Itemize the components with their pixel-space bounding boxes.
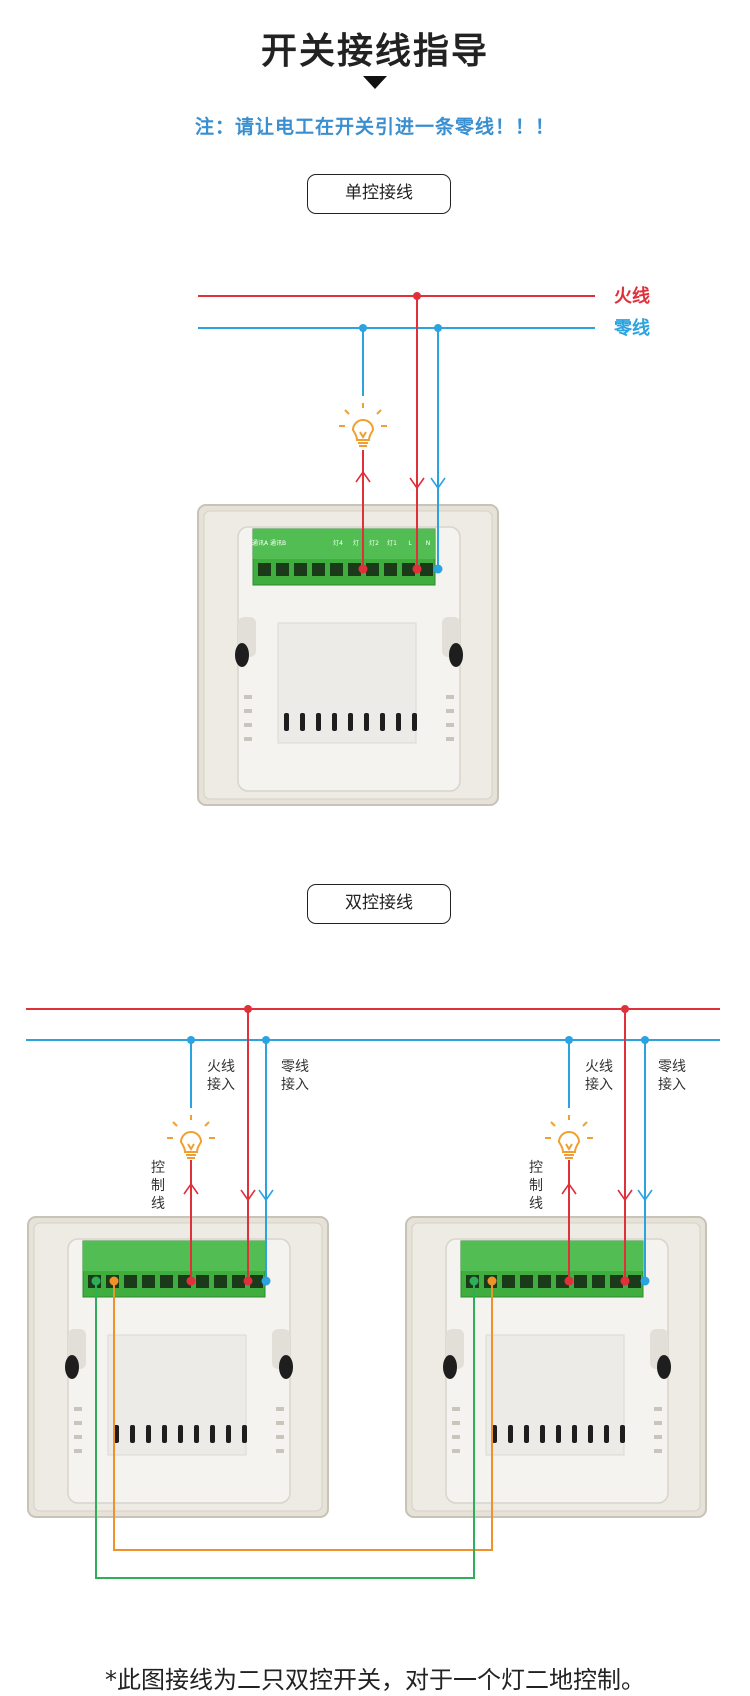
double-wiring: 火线 接入 零线 接入 控 制 线 火线 接入 零线 接入 控 制 线 xyxy=(26,1005,720,1579)
light-bulb-icon xyxy=(544,1114,594,1159)
live-in-label: 接入 xyxy=(207,1076,235,1093)
light-bulb-icon xyxy=(338,402,388,447)
terminal-label: 灯1 xyxy=(387,539,397,547)
terminal-label: 灯 xyxy=(353,539,359,547)
live-label: 火线 xyxy=(614,285,650,307)
single-wiring: 通讯A 通讯B 灯4 灯 灯2 灯1 L N 火线 零线 xyxy=(197,285,650,806)
neutral-in-label: 接入 xyxy=(658,1076,686,1093)
electrician-note: 注：请让电工在开关引进一条零线！！！ xyxy=(194,116,555,138)
terminal-label: L xyxy=(408,540,412,547)
neutral-in-label: 接入 xyxy=(281,1076,309,1093)
control-wire-label: 控 xyxy=(151,1160,165,1176)
live-in-label: 火线 xyxy=(585,1059,613,1075)
neutral-in-label: 零线 xyxy=(281,1059,309,1075)
orange-link-wire xyxy=(113,1281,493,1551)
terminal-label: N xyxy=(426,540,431,547)
page-title: 开关接线指导 xyxy=(260,31,489,72)
terminal-label: 灯2 xyxy=(369,539,379,547)
down-triangle-icon xyxy=(363,76,387,89)
control-wire-label: 制 xyxy=(529,1178,543,1194)
footer-note: *此图接线为二只双控开关，对于一个灯二地控制。 xyxy=(105,1666,645,1694)
live-in-label: 接入 xyxy=(585,1076,613,1093)
single-control-label: 单控接线 xyxy=(307,174,451,214)
green-link-wire xyxy=(95,1281,475,1579)
terminal-label: 通讯B xyxy=(270,539,286,547)
terminal-label: 通讯A xyxy=(252,539,269,547)
terminal-label: 灯4 xyxy=(333,539,343,547)
control-wire-label: 制 xyxy=(151,1178,165,1194)
switch-device-right xyxy=(405,1216,707,1518)
live-in-label: 火线 xyxy=(207,1059,235,1075)
control-wire-label: 控 xyxy=(529,1160,543,1176)
control-wire-label: 线 xyxy=(151,1196,165,1212)
switch-device-left xyxy=(27,1216,329,1518)
neutral-in-label: 零线 xyxy=(658,1059,686,1075)
light-bulb-icon xyxy=(166,1114,216,1159)
control-wire-label: 线 xyxy=(529,1196,543,1212)
switch-device xyxy=(197,504,499,806)
double-control-label: 双控接线 xyxy=(307,884,451,924)
neutral-label: 零线 xyxy=(613,317,650,339)
